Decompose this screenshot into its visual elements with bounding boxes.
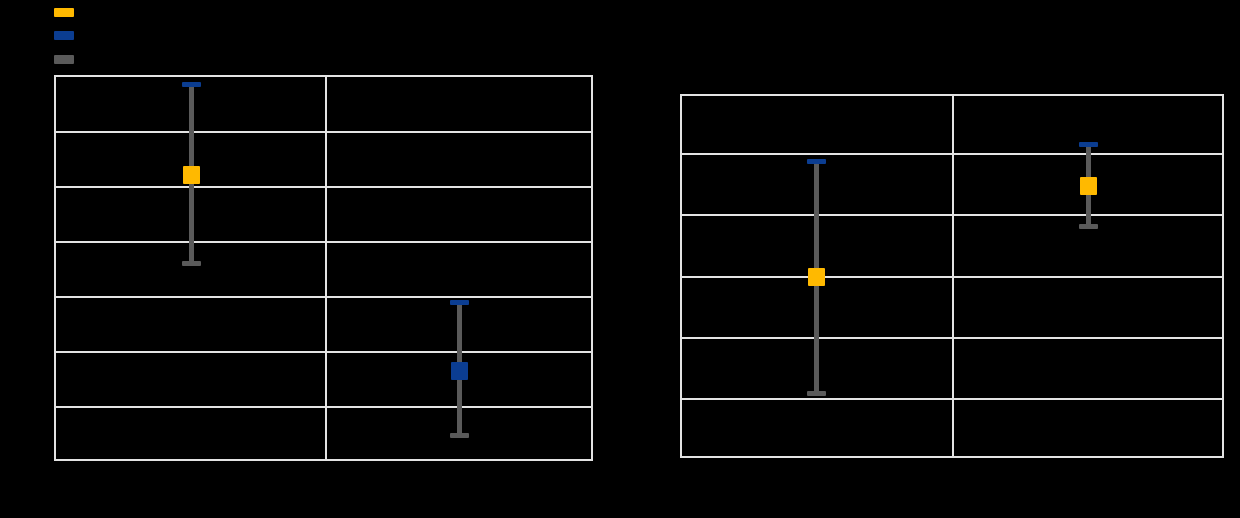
grid-line-horizontal [56, 351, 591, 353]
errorbar-point-marker[interactable] [808, 268, 825, 286]
grid-line-vertical [952, 96, 954, 456]
grid-line-horizontal [56, 241, 591, 243]
errorbar-point-marker[interactable] [451, 362, 468, 380]
errorbar-cap-upper [807, 159, 826, 164]
errorbar-point-marker[interactable] [1080, 177, 1097, 195]
errorbar-cap-upper [450, 300, 469, 305]
errorbar-cap-lower [1079, 224, 1098, 229]
grid-line-vertical [325, 77, 327, 459]
errorbar-cap-upper [182, 82, 201, 87]
errorbar-cap-lower [807, 391, 826, 396]
grid-line-horizontal [56, 186, 591, 188]
errorbar-cap-lower [182, 261, 201, 266]
errorbar-cap-upper [1079, 142, 1098, 147]
legend-item-series-orange[interactable] [54, 8, 82, 17]
legend-swatch-blue [54, 31, 74, 40]
legend-item-series-gray[interactable] [54, 55, 82, 64]
left-panel [54, 75, 593, 461]
legend-swatch-orange [54, 8, 74, 17]
grid-line-horizontal [56, 406, 591, 408]
right-panel [680, 94, 1224, 458]
errorbar-cap-lower [450, 433, 469, 438]
legend-swatch-gray [54, 55, 74, 64]
legend-item-series-blue[interactable] [54, 31, 82, 40]
errorbar-point-marker[interactable] [183, 166, 200, 184]
grid-line-horizontal [56, 131, 591, 133]
grid-line-horizontal [56, 296, 591, 298]
